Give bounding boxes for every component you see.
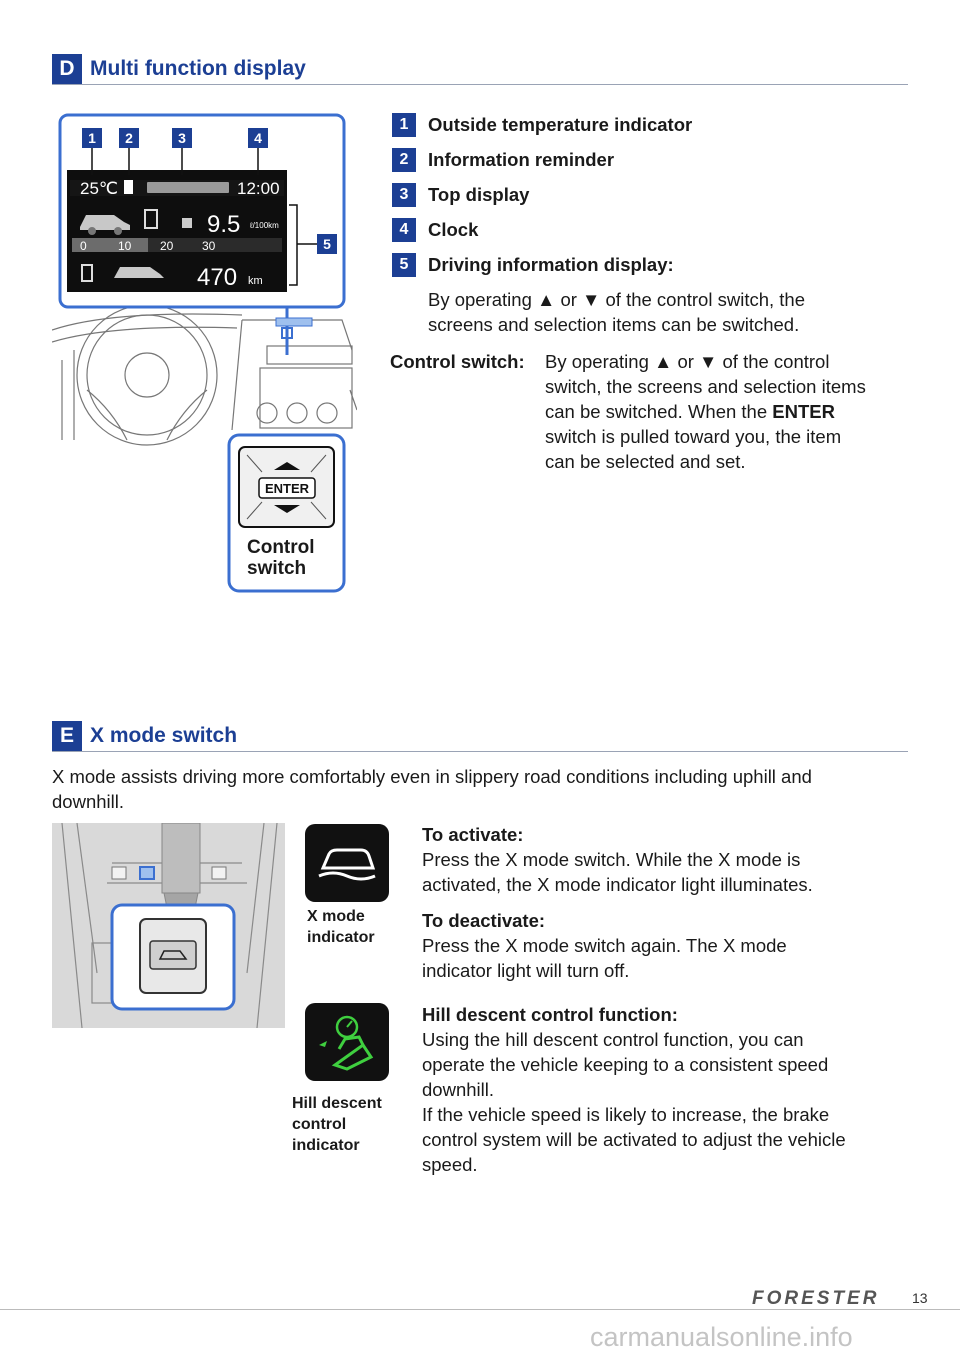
watermark: carmanualsonline.info: [590, 1322, 853, 1352]
callout-1: 1: [88, 130, 96, 146]
scale-label: 30: [202, 239, 216, 253]
section-d-title: Multi function display: [90, 57, 306, 80]
figure-callouts: 1 2 3 4 5: [82, 128, 337, 254]
x-mode-switch-photo: [52, 823, 285, 1028]
item-2-number: 2: [392, 148, 416, 172]
car-small-icon: [114, 267, 164, 278]
lcd-economy-unit: ℓ/100km: [249, 221, 279, 230]
item-5-label: Driving information display:: [428, 254, 674, 275]
item-3: 3 Top display: [392, 183, 529, 207]
hill-line: operate the vehicle keeping to a consist…: [422, 1054, 829, 1075]
section-e-divider: [52, 751, 908, 752]
lcd-clock: 12:00: [237, 179, 280, 198]
item-1: 1 Outside temperature indicator: [392, 113, 692, 137]
item-2: 2 Information reminder: [392, 148, 614, 172]
scale-label: 20: [160, 239, 174, 253]
x-mode-intro: X mode assists driving more comfortably …: [52, 764, 922, 814]
item-1-number: 1: [392, 113, 416, 137]
hill-descent-block: Hill descent control function: Using the…: [422, 1002, 922, 1177]
section-e-letter: E: [52, 721, 82, 751]
footer-divider: [0, 1309, 960, 1310]
deactivate-line: Press the X mode switch again. The X mod…: [422, 935, 787, 956]
lcd-temp: 25℃: [80, 179, 118, 198]
x-mode-indicator-icon: [305, 824, 389, 902]
callout-2: 2: [125, 130, 133, 146]
hill-line: If the vehicle speed is likely to increa…: [422, 1104, 830, 1125]
deactivate-title: To deactivate:: [422, 910, 546, 931]
item-2-label: Information reminder: [428, 149, 615, 170]
hill-line: speed.: [422, 1154, 478, 1175]
hill-line: control system will be activated to adju…: [422, 1129, 846, 1150]
intro-line: downhill.: [52, 791, 124, 812]
control-desc-line: switch is pulled toward you, the item: [545, 426, 842, 447]
item-5: 5 Driving information display:: [392, 253, 674, 277]
activate-block: To activate: Press the X mode switch. Wh…: [422, 822, 922, 897]
item-5-desc-line: By operating ▲ or ▼ of the control switc…: [428, 289, 805, 310]
control-caption-line2: switch: [247, 558, 306, 579]
section-d-divider: [52, 84, 908, 85]
section-d-letter: D: [52, 54, 82, 84]
section-d-header: D Multi function display: [52, 54, 306, 84]
control-switch-label: Control switch:: [390, 351, 525, 372]
up-arrow-icon: [274, 462, 300, 470]
deactivate-block: To deactivate: Press the X mode switch a…: [422, 908, 922, 983]
item-3-number: 3: [392, 183, 416, 207]
control-desc-line: switch, the screens and selection items: [545, 376, 866, 397]
item-1-label: Outside temperature indicator: [428, 114, 693, 135]
lcd-economy: 9.5: [207, 211, 240, 238]
item-5-desc-line: screens and selection items can be switc…: [428, 314, 800, 335]
hill-descent-indicator-caption: Hill descent control indicator: [292, 1095, 382, 1154]
x-mode-indicator-caption: X mode indicator: [307, 908, 375, 946]
page-number: 13: [912, 1290, 928, 1306]
car-icon: [80, 215, 130, 230]
callout-4: 4: [254, 130, 262, 146]
enter-word: ENTER: [772, 401, 835, 422]
lcd-range: 470: [197, 264, 237, 291]
fuel-pump-icon: [144, 209, 158, 229]
hill-descent-title: Hill descent control function:: [422, 1004, 678, 1025]
activate-line: Press the X mode switch. While the X mod…: [422, 849, 801, 870]
forester-logo: FORESTER: [752, 1288, 880, 1309]
control-caption-line1: Control: [247, 537, 315, 558]
item-3-label: Top display: [428, 184, 530, 205]
section-e-header: E X mode switch: [52, 721, 237, 751]
activate-title: To activate:: [422, 824, 524, 845]
item-5-number: 5: [392, 253, 416, 277]
enter-key-label: ENTER: [265, 481, 310, 496]
callout-3: 3: [178, 130, 186, 146]
deactivate-line: indicator light will turn off.: [422, 960, 630, 981]
control-switch-description: By operating ▲ or ▼ of the control switc…: [545, 349, 866, 474]
section-e-title: X mode switch: [90, 724, 238, 747]
callout-5: 5: [323, 236, 331, 252]
hill-line: downhill.: [422, 1079, 494, 1100]
scale-label: 10: [118, 239, 132, 253]
intro-line: X mode assists driving more comfortably …: [52, 766, 812, 787]
activate-line: activated, the X mode indicator light il…: [422, 874, 813, 895]
down-arrow-icon: [274, 505, 300, 513]
lcd-range-unit: km: [248, 275, 263, 287]
fuel-pump-small-icon: [81, 264, 93, 282]
item-5-description: By operating ▲ or ▼ of the control switc…: [428, 287, 805, 337]
multi-function-display-figure: 25℃ 12:00 9.5 ℓ/100km 0 10 20 30 470 km …: [52, 113, 357, 593]
x-mode-button-icon: [158, 950, 188, 960]
item-4-number: 4: [392, 218, 416, 242]
scale-label: 0: [80, 239, 87, 253]
item-4: 4 Clock: [392, 218, 478, 242]
hill-line: Using the hill descent control function,…: [422, 1029, 804, 1050]
item-4-label: Clock: [428, 219, 479, 240]
control-desc-line: By operating ▲ or ▼ of the control: [545, 351, 830, 372]
control-desc-line: can be selected and set.: [545, 451, 746, 472]
hill-descent-indicator-icon: [305, 1003, 389, 1081]
control-desc-line: can be switched. When the ENTER: [545, 401, 835, 422]
